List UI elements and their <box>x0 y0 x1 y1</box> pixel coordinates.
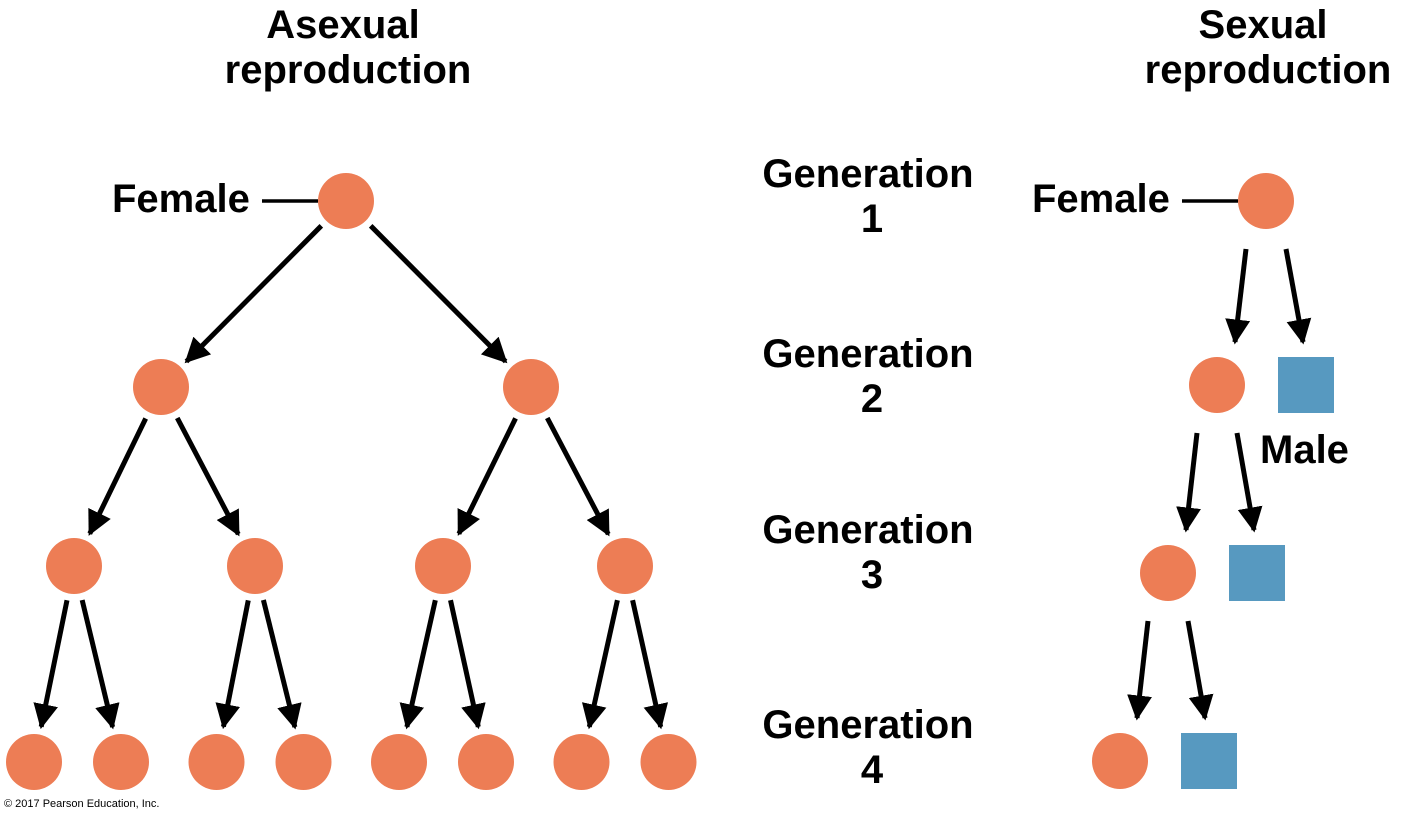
sexual-female-gen4 <box>1092 733 1148 789</box>
sexual-arrow-female-gen1 <box>1225 248 1251 345</box>
sexual-title-line1: Sexual <box>1199 3 1328 47</box>
generation-labels: Generation 1 Generation 2 Generation 3 G… <box>762 152 973 792</box>
asexual-female-label: Female <box>112 177 250 221</box>
asexual-arrow-gen1-1-2 <box>368 224 508 364</box>
asexual-female-gen2-2 <box>503 359 559 415</box>
generation-4-word: Generation <box>762 703 973 747</box>
generation-3-number: 3 <box>861 553 883 597</box>
asexual-tree: Female <box>6 173 697 790</box>
asexual-female-gen4-4 <box>275 734 332 790</box>
asexual-female-gen4-2 <box>93 734 149 790</box>
sexual-arrow-male-gen2 <box>1234 432 1263 533</box>
sexual-arrow-male-gen3 <box>1185 620 1214 721</box>
asexual-arrow-gen3-2-1 <box>215 599 251 730</box>
asexual-female-gen3-2 <box>227 538 283 594</box>
asexual-female-gen4-6 <box>458 734 514 790</box>
asexual-arrow-gen3-3-2 <box>448 599 486 730</box>
sexual-male-gen2 <box>1278 357 1334 413</box>
asexual-arrow-gen2-2-2 <box>545 416 611 537</box>
sexual-female-label: Female <box>1032 177 1170 221</box>
sexual-arrow-female-gen3 <box>1127 620 1152 721</box>
asexual-female-gen3-1 <box>46 538 102 594</box>
male-label: Male <box>1260 428 1349 472</box>
asexual-arrow-gen3-4-2 <box>630 599 669 730</box>
sexual-male-gen3 <box>1229 545 1285 601</box>
sexual-arrow-male-gen1 <box>1283 248 1312 345</box>
asexual-female-gen4-8 <box>640 734 697 790</box>
generation-2-word: Generation <box>762 332 973 376</box>
asexual-arrow-gen3-1-2 <box>79 599 120 730</box>
asexual-female-gen4-5 <box>371 734 427 790</box>
asexual-female-gen1-1 <box>318 173 374 229</box>
generation-1-number: 1 <box>861 197 883 241</box>
asexual-arrow-gen3-2-2 <box>260 599 302 730</box>
sexual-arrow-female-gen2 <box>1176 432 1201 533</box>
asexual-female-gen3-4 <box>597 538 653 594</box>
asexual-title-line2: reproduction <box>225 48 472 92</box>
asexual-female-gen4-7 <box>553 734 610 790</box>
asexual-arrow-gen3-3-1 <box>399 599 438 730</box>
asexual-arrow-gen2-1-1 <box>87 417 148 536</box>
sexual-female-gen1 <box>1238 173 1294 229</box>
asexual-arrow-gen3-4-1 <box>581 599 620 730</box>
sexual-title-line2: reproduction <box>1145 48 1392 92</box>
generation-1-word: Generation <box>762 152 973 196</box>
asexual-female-gen4-3 <box>188 734 245 790</box>
sexual-female-gen3 <box>1140 545 1196 601</box>
asexual-title-line1: Asexual <box>266 3 419 47</box>
asexual-female-gen4-1 <box>6 734 62 790</box>
sexual-male-gen4 <box>1181 733 1237 789</box>
sexual-tree: Female Male <box>1032 173 1349 789</box>
sexual-female-gen2 <box>1189 357 1245 413</box>
asexual-female-gen3-3 <box>415 538 471 594</box>
asexual-female-gen2-1 <box>133 359 189 415</box>
asexual-arrow-gen3-1-1 <box>33 599 70 730</box>
asexual-arrow-gen2-1-2 <box>175 416 241 537</box>
generation-2-number: 2 <box>861 377 883 421</box>
asexual-arrow-gen1-1-1 <box>184 224 324 364</box>
generation-3-word: Generation <box>762 508 973 552</box>
asexual-arrow-gen2-2-1 <box>456 417 518 536</box>
generation-4-number: 4 <box>861 748 884 792</box>
copyright-notice: © 2017 Pearson Education, Inc. <box>4 798 159 810</box>
